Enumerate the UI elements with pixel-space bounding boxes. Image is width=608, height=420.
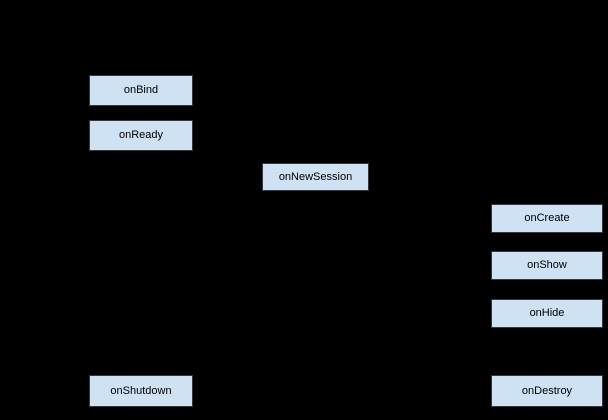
diagram-node-label: onDestroy [521,384,573,397]
diagram-node-label: onShow [527,259,567,271]
diagram-node-label: onBind [123,84,159,96]
diagram-node-label: onNewSession [278,170,353,183]
diagram-node-onready: onReady [89,120,193,151]
diagram-node-onshutdown: onShutdown [89,375,193,407]
diagram-node-onnewsession: onNewSession [262,163,369,191]
diagram-node-label: onReady [118,129,164,141]
diagram-node-ondestroy: onDestroy [491,375,603,407]
diagram-node-label: onCreate [524,212,570,224]
diagram-node-oncreate: onCreate [491,204,603,233]
diagram-node-onshow: onShow [491,251,603,280]
diagram-node-onhide: onHide [491,299,603,328]
diagram-node-onbind: onBind [89,75,193,106]
diagram-node-label: onHide [529,307,565,319]
diagram-node-label: onShutdown [110,384,172,397]
